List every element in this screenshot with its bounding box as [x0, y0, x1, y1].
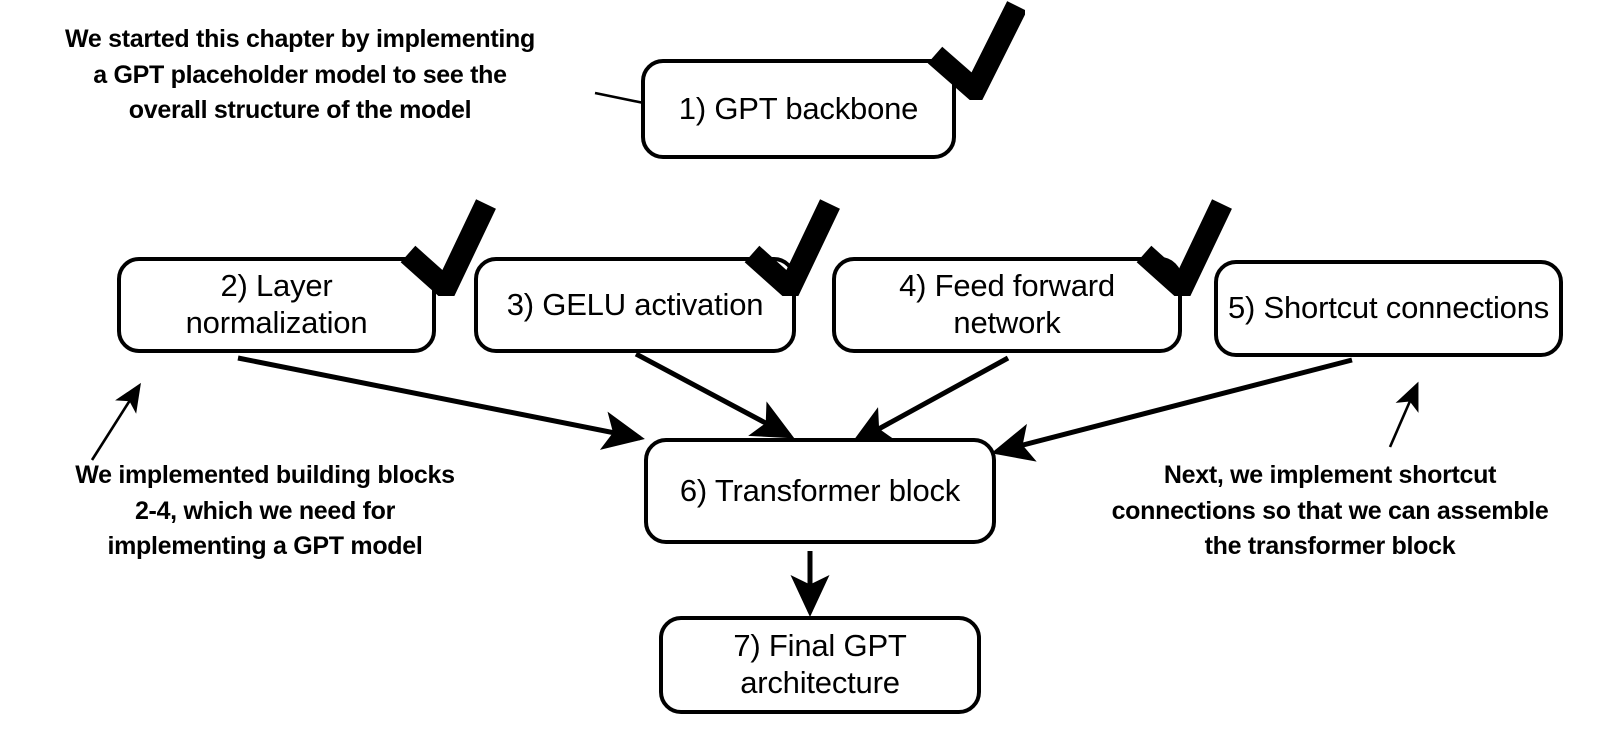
edge-shortcut-connections-to-transformer-block: [991, 357, 1353, 462]
edge-feed-forward-network-to-transformer-block: [850, 355, 1010, 445]
node-final-gpt-architecture-label: 7) Final GPT architecture: [733, 628, 907, 700]
annotation-building-blocks-note: We implemented building blocks 2-4, whic…: [75, 461, 455, 560]
node-layer-normalization-label: 2) Layer normalization: [185, 268, 368, 340]
node-gpt-backbone[interactable]: 1) GPT backbone: [641, 59, 956, 159]
edge-building-blocks-note-to-layer-normalization: [90, 382, 141, 461]
node-feed-forward-network[interactable]: 4) Feed forward network: [832, 257, 1182, 353]
annotation-chapter-intro-note: We started this chapter by implementing …: [65, 25, 535, 124]
edge-shortcut-note-to-shortcut-connections: [1388, 381, 1419, 448]
node-transformer-block[interactable]: 6) Transformer block: [644, 438, 996, 544]
node-gpt-backbone-label: 1) GPT backbone: [678, 90, 919, 126]
edge-layer-normalization-to-transformer-block: [237, 355, 645, 450]
annotation-shortcut-note: Next, we implement shortcut connections …: [1111, 461, 1549, 560]
edge-gelu-activation-to-transformer-block: [634, 351, 795, 439]
node-layer-normalization[interactable]: 2) Layer normalization: [117, 257, 436, 353]
node-shortcut-connections[interactable]: 5) Shortcut connections: [1214, 260, 1563, 357]
node-gelu-activation-label: 3) GELU activation: [506, 286, 764, 322]
node-transformer-block-label: 6) Transformer block: [679, 472, 961, 508]
node-feed-forward-network-label: 4) Feed forward network: [899, 268, 1115, 340]
node-gelu-activation[interactable]: 3) GELU activation: [474, 257, 796, 353]
node-final-gpt-architecture[interactable]: 7) Final GPT architecture: [659, 616, 981, 714]
node-shortcut-connections-label: 5) Shortcut connections: [1227, 290, 1550, 326]
